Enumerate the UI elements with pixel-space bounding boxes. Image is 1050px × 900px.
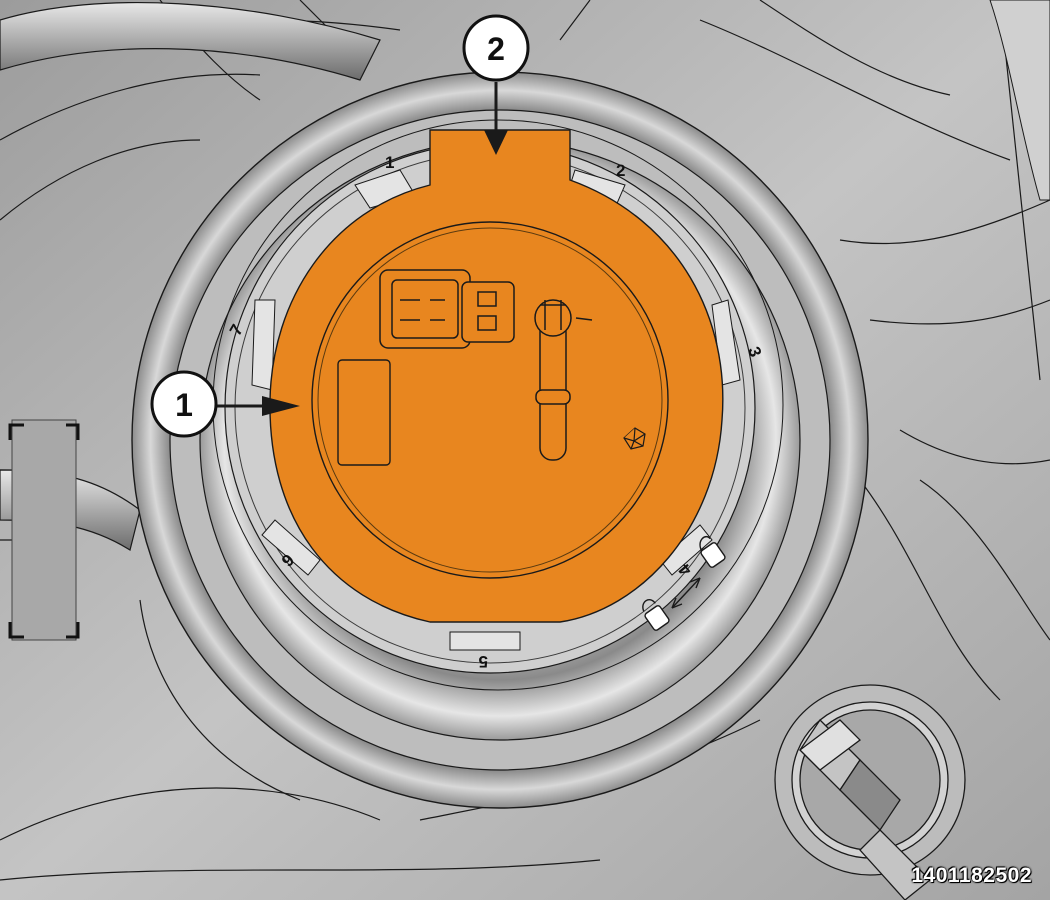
alignment-mark-2: 2 <box>616 161 625 180</box>
figure-id-label: 1401182502 <box>911 864 1032 887</box>
electrical-connector-icon <box>379 269 515 349</box>
lock-indicator <box>642 535 726 631</box>
callout-1: 1 <box>150 370 300 438</box>
alignment-mark-5: 5 <box>479 652 488 671</box>
lock-ring-lugs <box>251 169 741 651</box>
callout-1-badge <box>150 370 218 438</box>
double-arrow-icon <box>671 577 701 609</box>
alignment-mark-1: 1 <box>385 153 394 172</box>
pentastar-logo-icon <box>623 427 646 450</box>
fuel-supply-fitting-icon <box>534 299 593 461</box>
module-flange-edge-inner <box>317 227 663 573</box>
fuel-line-upper <box>0 1 381 81</box>
strap-bracket <box>11 419 77 641</box>
callout-2-number: 2 <box>487 31 505 67</box>
fuel-pump-lock-ring <box>269 129 724 623</box>
module-flange-edge <box>311 221 669 579</box>
tank-edge-right <box>989 0 1050 201</box>
lock-open-icon <box>699 535 726 568</box>
strap-bracket-corners <box>8 423 80 639</box>
lock-closed-icon <box>642 599 670 631</box>
vent-fitting <box>774 684 966 900</box>
callout-1-number: 1 <box>175 387 193 423</box>
callout-2: 2 <box>462 14 530 155</box>
callout-2-badge <box>462 14 530 82</box>
module-label-panel <box>337 359 391 466</box>
